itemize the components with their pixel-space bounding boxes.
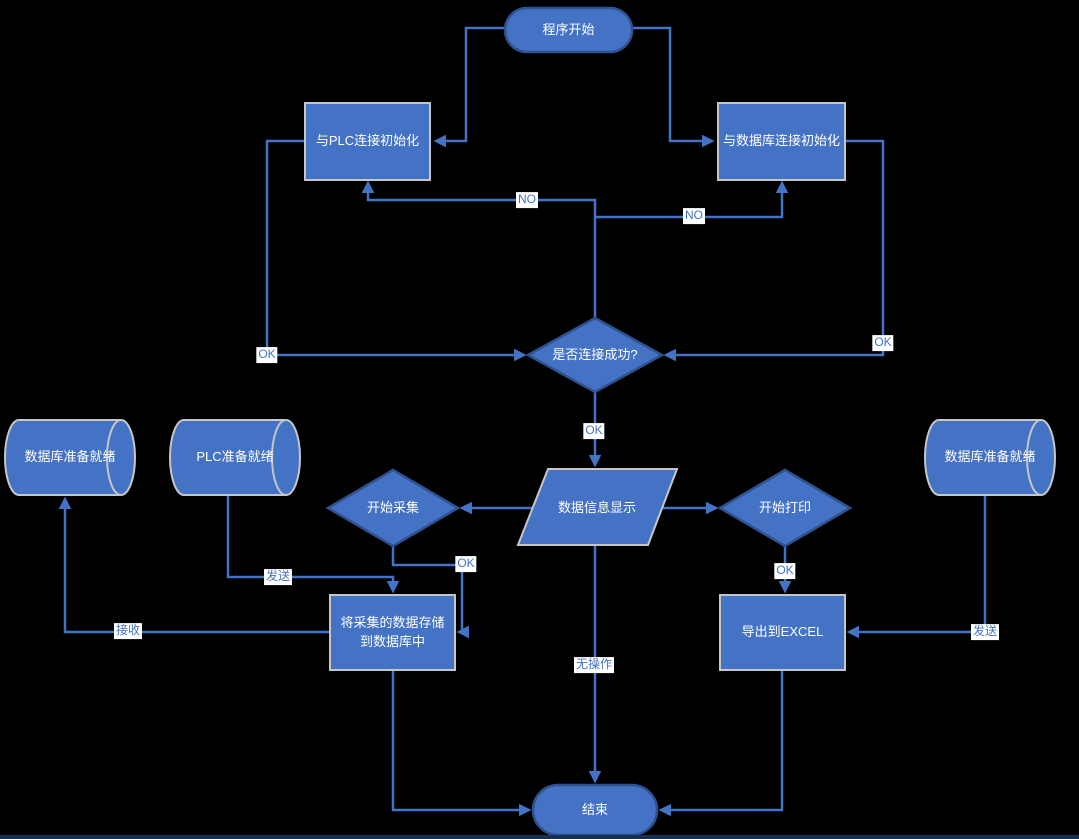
node-print-decision [717, 468, 853, 548]
node-db-ready-left-cap [106, 419, 122, 496]
edge-label-send-right: 发送 [970, 624, 1000, 640]
node-display-io [516, 468, 679, 546]
connector-check-no-to-plc-init [361, 180, 597, 318]
edge-label-no-op: 无操作 [573, 657, 615, 673]
edge-label-send-left: 发送 [263, 569, 293, 585]
connector-plc-ready-send-to-store [226, 495, 400, 594]
connector-start-to-db-init [632, 26, 715, 148]
connector-store-receive-to-db-ready-left [58, 496, 330, 634]
bottom-edge-bar [0, 835, 1079, 839]
connector-store-to-end [391, 670, 532, 817]
edge-label-ok-left: OK [256, 347, 278, 363]
node-store-process [329, 594, 456, 671]
node-connect-check-decision [525, 316, 665, 394]
edge-label-no-left: NO [516, 192, 538, 208]
connector-plc-init-ok-to-check [265, 139, 527, 362]
node-db-ready-left-datastore [4, 419, 136, 496]
node-end-terminator [531, 783, 659, 837]
connector-start-to-plc-init [433, 26, 505, 148]
connector-db-init-ok-to-check [663, 139, 885, 362]
node-db-init-process [717, 102, 846, 181]
node-db-ready-right-cap [1026, 419, 1042, 496]
node-plc-ready-cap [271, 419, 287, 496]
connector-check-no-to-db-init [595, 180, 789, 219]
connector-export-to-end [658, 670, 784, 817]
node-start-terminator [503, 6, 634, 54]
edge-label-ok-down: OK [583, 423, 605, 439]
node-db-ready-right-datastore [924, 419, 1056, 496]
node-collect-decision [325, 468, 461, 548]
node-plc-init-process [304, 102, 431, 181]
edge-label-no-right: NO [683, 208, 705, 224]
edge-label-ok-collect: OK [455, 556, 477, 572]
edge-label-ok-right: OK [872, 335, 894, 351]
connector-db-ready-right-send-to-export [846, 495, 987, 639]
node-plc-ready-datastore [169, 419, 301, 496]
node-export-process [719, 594, 846, 671]
edge-label-receive: 接收 [113, 623, 143, 639]
edge-label-ok-print: OK [774, 563, 796, 579]
